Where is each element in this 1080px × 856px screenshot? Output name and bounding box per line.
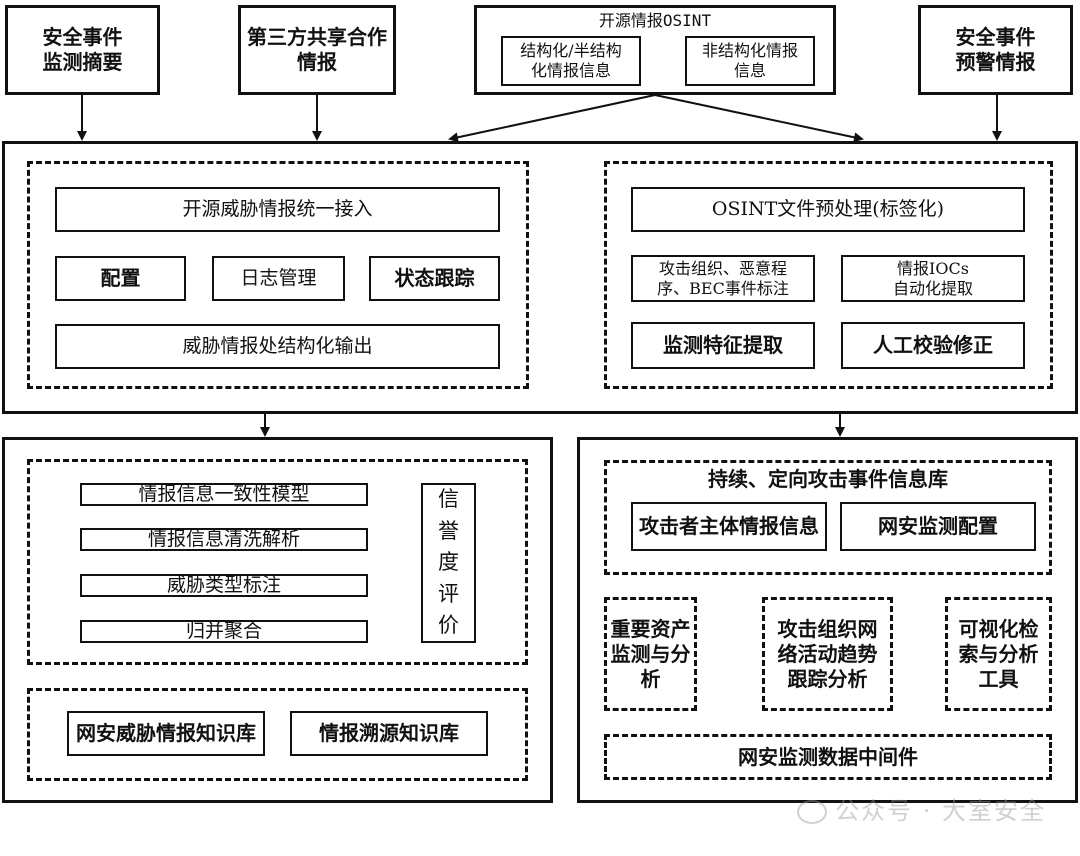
visual-tools: 可视化检 索与分析 工具 [945, 597, 1052, 711]
asset-monitor: 重要资产 监测与分 析 [604, 597, 697, 711]
trend-analysis: 攻击组织网 络活动趋势 跟踪分析 [762, 597, 893, 711]
config-box: 配置 [55, 256, 186, 301]
reputation-box: 信 誉 度 评 价 [421, 483, 476, 643]
source-early-warning: 安全事件 预警情报 [918, 5, 1073, 95]
watermark-text: 公众号 · 大室安全 [835, 797, 1046, 825]
osint-structured: 结构化/半结构 化情报信息 [501, 36, 641, 86]
attacker-info: 攻击者主体情报信息 [631, 502, 827, 551]
osint-title: 开源情报OSINT [598, 11, 712, 30]
threat-kb: 网安威胁情报知识库 [67, 711, 265, 756]
watermark: 公众号 · 大室安全 [797, 791, 1046, 826]
source-event-summary: 安全事件 监测摘要 [5, 5, 160, 95]
arrow-osint-left [448, 94, 656, 143]
osint-preprocess: OSINT文件预处理(标签化) [631, 187, 1025, 232]
ioc-extract-box: 情报IOCs 自动化提取 [841, 255, 1025, 302]
feature-extract-box: 监测特征提取 [631, 322, 815, 369]
preprocess-group [604, 161, 1053, 389]
reputation-char: 信 [438, 487, 459, 512]
reputation-char: 誉 [438, 518, 459, 543]
ingest-group [27, 161, 529, 389]
threat-type-box: 威胁类型标注 [80, 574, 368, 597]
trace-kb: 情报溯源知识库 [290, 711, 488, 756]
status-track-box: 状态跟踪 [369, 256, 500, 301]
reputation-char: 度 [438, 550, 459, 575]
event-layer [577, 437, 1078, 803]
event-library-group: 持续、定向攻击事件信息库 [604, 460, 1052, 575]
event-library-title: 持续、定向攻击事件信息库 [708, 467, 948, 491]
reputation-char: 价 [438, 613, 459, 638]
unified-access: 开源威胁情报统一接入 [55, 187, 500, 232]
merge-box: 归并聚合 [80, 620, 368, 643]
source-third-party: 第三方共享合作 情报 [238, 5, 396, 95]
log-mgmt-box: 日志管理 [212, 256, 345, 301]
cleaning-box: 情报信息清洗解析 [80, 528, 368, 551]
analysis-group [27, 459, 528, 665]
structured-output: 威胁情报处结构化输出 [55, 324, 500, 369]
arrow-osint-right [654, 94, 864, 143]
consistency-model: 情报信息一致性模型 [80, 483, 368, 506]
reputation-char: 评 [438, 581, 459, 606]
middleware: 网安监测数据中间件 [604, 734, 1052, 780]
monitor-config: 网安监测配置 [840, 502, 1036, 551]
kb-group [27, 688, 528, 781]
osint-unstructured: 非结构化情报 信息 [685, 36, 815, 86]
source-osint-group: 开源情报OSINT 结构化/半结构 化情报信息 非结构化情报 信息 [474, 5, 836, 95]
manual-check-box: 人工校验修正 [841, 322, 1025, 369]
tagging-box: 攻击组织、恶意程 序、BEC事件标注 [631, 255, 815, 302]
wechat-icon [797, 800, 828, 824]
